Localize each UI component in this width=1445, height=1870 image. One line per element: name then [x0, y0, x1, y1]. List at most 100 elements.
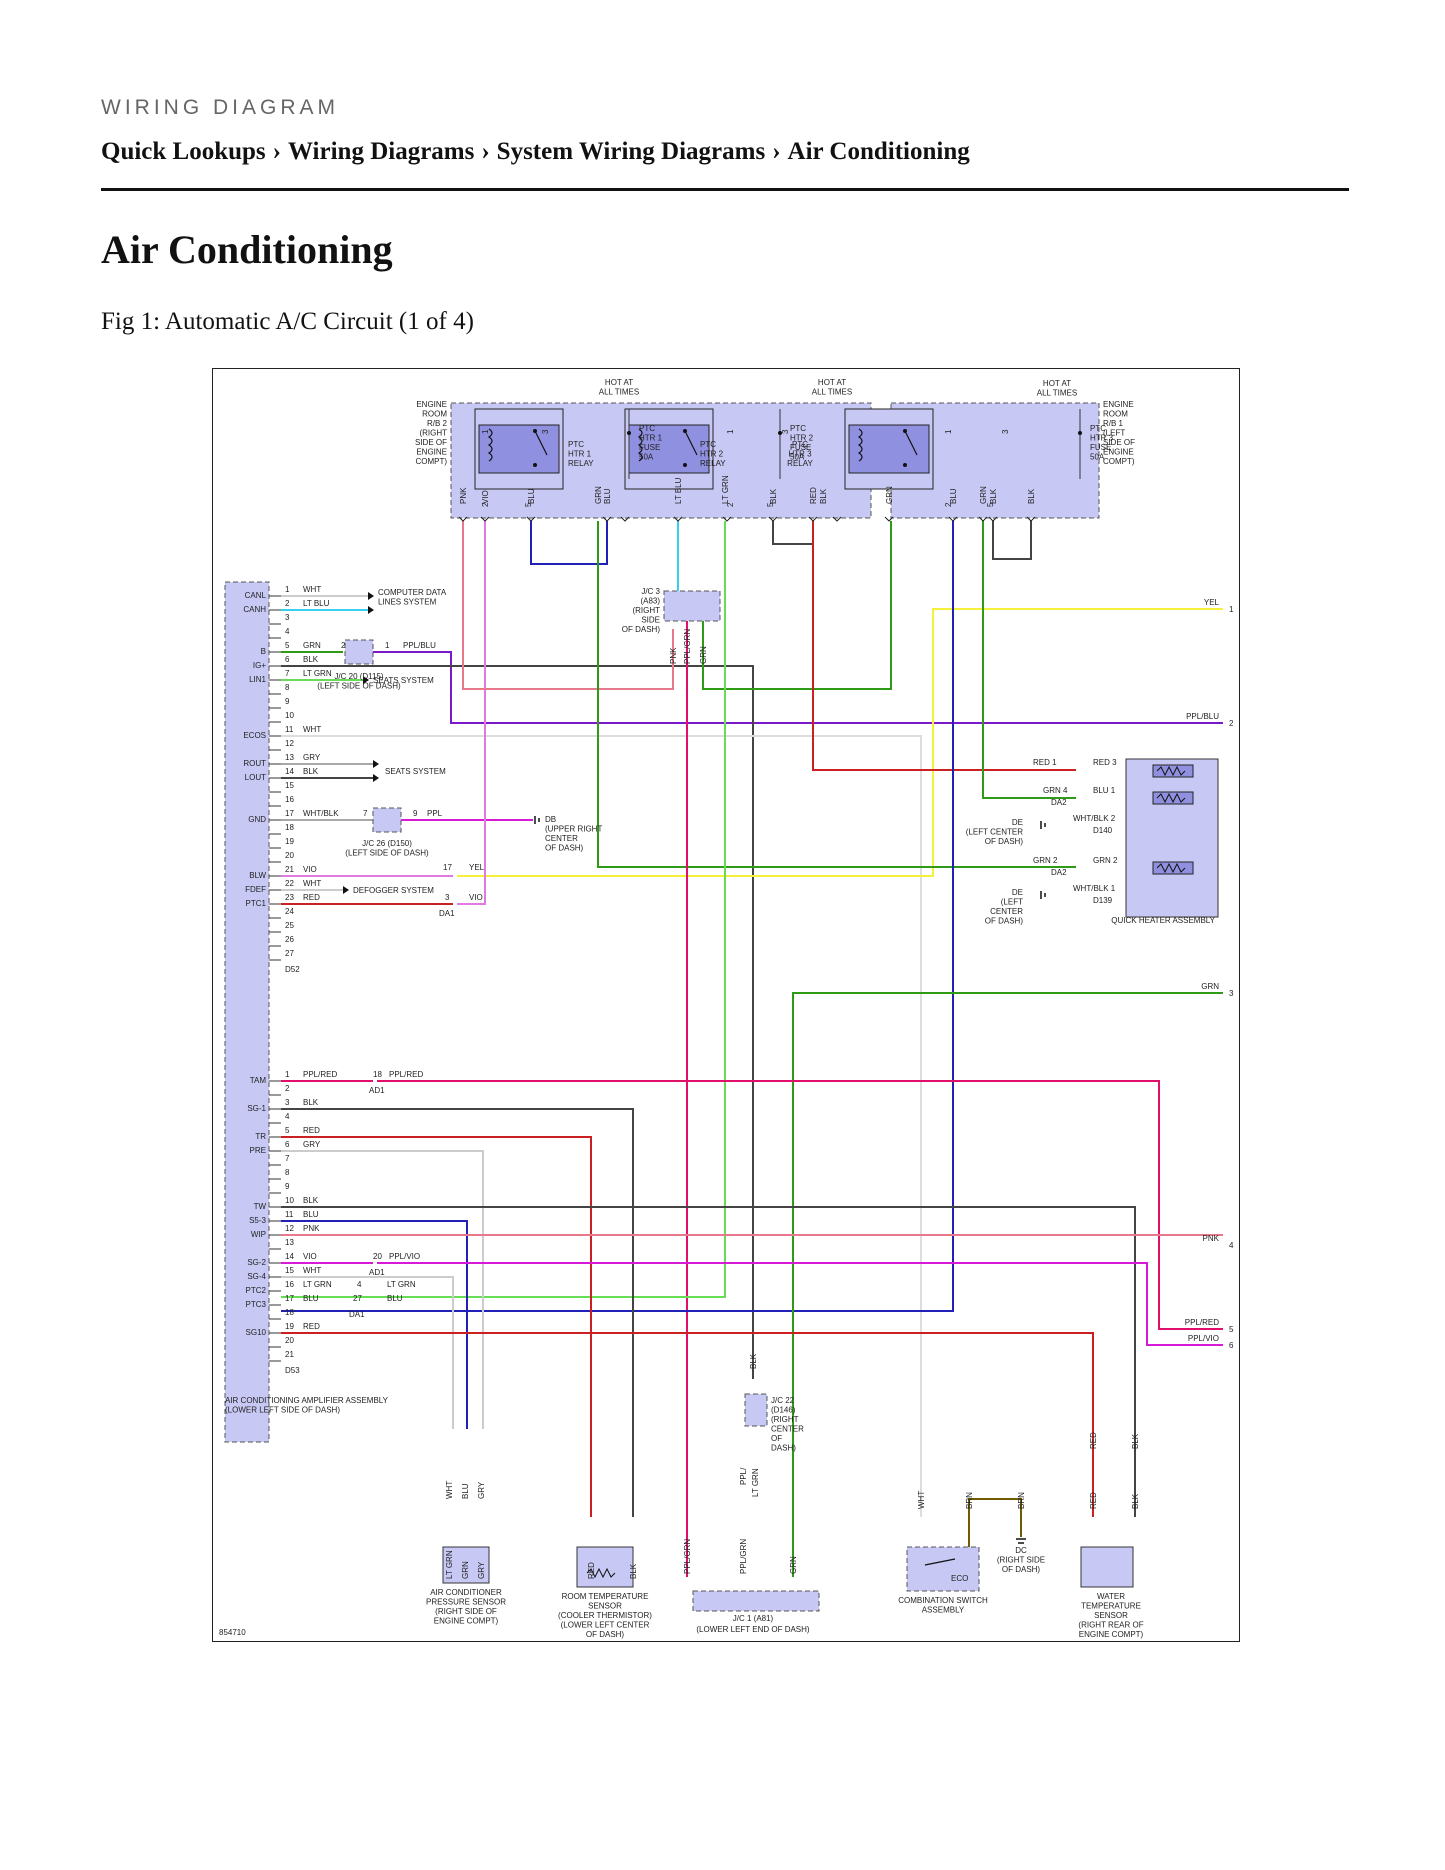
- breadcrumb-quick-lookups[interactable]: Quick Lookups: [101, 138, 266, 165]
- amp-pin-number: 5: [285, 1126, 290, 1135]
- contact-dot-icon: [683, 429, 687, 433]
- wire-label: PPL/RED: [389, 1070, 423, 1079]
- breadcrumb-wiring-diagrams[interactable]: Wiring Diagrams: [288, 138, 475, 165]
- connector-pin: 4: [357, 1280, 362, 1289]
- relay-label: HTR 3: [788, 450, 812, 459]
- relay-coil-icon: [857, 428, 863, 462]
- jc20-label: J/C 20 (D115): [334, 672, 384, 681]
- relay-pin-number: 1: [944, 429, 953, 434]
- jc-pin: 9: [413, 809, 418, 818]
- relay-pin-number: 5: [524, 502, 533, 507]
- wire-brn-dc: [968, 1498, 1022, 1547]
- wire-ecos-wht: [281, 735, 922, 1517]
- amp-pin-number: 19: [285, 1322, 294, 1331]
- seats-system-label: SEATS SYSTEM: [385, 767, 446, 776]
- amp-pin-number: 17: [285, 1294, 294, 1303]
- ground-db-label: DB: [545, 815, 556, 824]
- jc1-label: (LOWER LEFT END OF DASH): [696, 1625, 810, 1634]
- heater-pin-label: BLU 1: [1093, 786, 1116, 795]
- jc22-label: OF: [771, 1434, 782, 1443]
- ground-db-label: CENTER: [545, 834, 578, 843]
- wire-color-label: PPL/GRN: [683, 1539, 692, 1574]
- junction-jc22: [744, 1393, 768, 1427]
- wire-color-label: BLK: [819, 488, 828, 504]
- relay-box-label: ROOM: [1103, 410, 1128, 419]
- amp-pin-number: 14: [285, 1252, 294, 1261]
- amplifier-label: AIR CONDITIONING AMPLIFIER ASSEMBLY: [225, 1396, 389, 1405]
- amp-pin-number: 12: [285, 739, 294, 748]
- amp-pin-signal: S5-3: [249, 1216, 266, 1225]
- amp-pin-number: 3: [285, 613, 290, 622]
- wire-color-label: LT GRN: [445, 1550, 454, 1579]
- amp-pin-wire: WHT: [303, 725, 321, 734]
- hot-at-all-times: ALL TIMES: [1037, 389, 1077, 398]
- hot-at-all-times: HOT AT: [818, 378, 846, 387]
- offpage-wire: PPL/VIO: [1188, 1334, 1219, 1343]
- jc22-label: (D146): [771, 1406, 796, 1415]
- room-sensor-label: (COOLER THERMISTOR): [558, 1611, 652, 1620]
- section-kicker: WIRING DIAGRAM: [101, 96, 339, 119]
- quick-heater-label: QUICK HEATER ASSEMBLY: [1111, 916, 1215, 925]
- quick-heater-assembly: [1125, 758, 1219, 918]
- connector-pin: LT GRN: [387, 1280, 416, 1289]
- amp-pin-number: 5: [285, 641, 290, 650]
- fuse-label: 50A: [790, 453, 805, 462]
- amp-pin-wire: BLK: [303, 655, 319, 664]
- amp-pin-number: 9: [285, 1182, 290, 1191]
- wire-label: YEL: [469, 863, 485, 872]
- can-system-label: LINES SYSTEM: [378, 598, 437, 607]
- wire-color-label: VIO: [481, 490, 490, 504]
- offpage-number: 3: [1229, 989, 1234, 998]
- contact-dot-icon: [683, 463, 687, 467]
- connector-id: AD1: [369, 1086, 385, 1095]
- amp-pin-number: 10: [285, 711, 294, 720]
- amp-pin-wire: LT BLU: [303, 599, 330, 608]
- wire-label: PPL: [427, 809, 443, 818]
- amp-pin-number: 13: [285, 1238, 294, 1247]
- connector-chevron-icon: [722, 516, 732, 522]
- wire-color-label: GRY: [477, 1481, 486, 1499]
- wire-color-label: BLU: [603, 488, 612, 504]
- amp-pin-number: 25: [285, 921, 294, 930]
- heater-pin-label: RED 3: [1093, 758, 1117, 767]
- amp-pin-wire: PPL/RED: [303, 1070, 337, 1079]
- amp-pin-wire: WHT/BLK: [303, 809, 339, 818]
- wire-igplus-blk: [281, 665, 754, 1379]
- amp-pin-number: 1: [285, 1070, 290, 1079]
- connector-pin: DA1: [349, 1310, 365, 1319]
- wire-color-label: GRN: [885, 486, 894, 504]
- amp-pin-signal: IG+: [253, 661, 266, 670]
- relay-box-label: (LEFT: [1103, 429, 1125, 438]
- component-layer: [224, 402, 1219, 1612]
- wire-color-label: LT GRN: [751, 1468, 760, 1497]
- breadcrumb-system-wiring-diagrams[interactable]: System Wiring Diagrams: [496, 138, 766, 165]
- heater-pin-label: GRN 2: [1033, 856, 1058, 865]
- fuse-label: FUSE: [639, 443, 660, 452]
- connector-chevron-icon: [526, 516, 536, 522]
- amp-pin-signal: FDEF: [245, 885, 266, 894]
- amp-pin-number: 16: [285, 1280, 294, 1289]
- wire-label: VIO: [469, 893, 483, 902]
- breadcrumb-air-conditioning[interactable]: Air Conditioning: [787, 138, 970, 165]
- ground-icon: [1040, 821, 1046, 829]
- amp-pin-number: 8: [285, 1168, 290, 1177]
- amp-pin-wire: WHT: [303, 879, 321, 888]
- amp-pin-signal: B: [261, 647, 266, 656]
- jc3-label: J/C 3: [641, 587, 660, 596]
- relay-label: HTR 2: [700, 450, 724, 459]
- amp-pin-wire: BLK: [303, 1196, 319, 1205]
- amp-pin-number: 2: [285, 599, 290, 608]
- combo-switch-label: COMBINATION SWITCH: [898, 1596, 988, 1605]
- jc1-label: J/C 1 (A81): [733, 1614, 774, 1623]
- wire-color-label: BLK: [629, 1563, 638, 1579]
- can-system-label: COMPUTER DATA: [378, 588, 447, 597]
- heater-pin-label: GRN 2: [1093, 856, 1118, 865]
- amp-pin-signal: TR: [255, 1132, 266, 1141]
- relay-label: RELAY: [787, 459, 813, 468]
- relay-pin-number: 2: [944, 502, 953, 507]
- amp-pin-wire: RED: [303, 1126, 320, 1135]
- amp-pin-signal: ECOS: [243, 731, 266, 740]
- jc-pin: 2: [341, 641, 346, 650]
- contact-dot-icon: [533, 463, 537, 467]
